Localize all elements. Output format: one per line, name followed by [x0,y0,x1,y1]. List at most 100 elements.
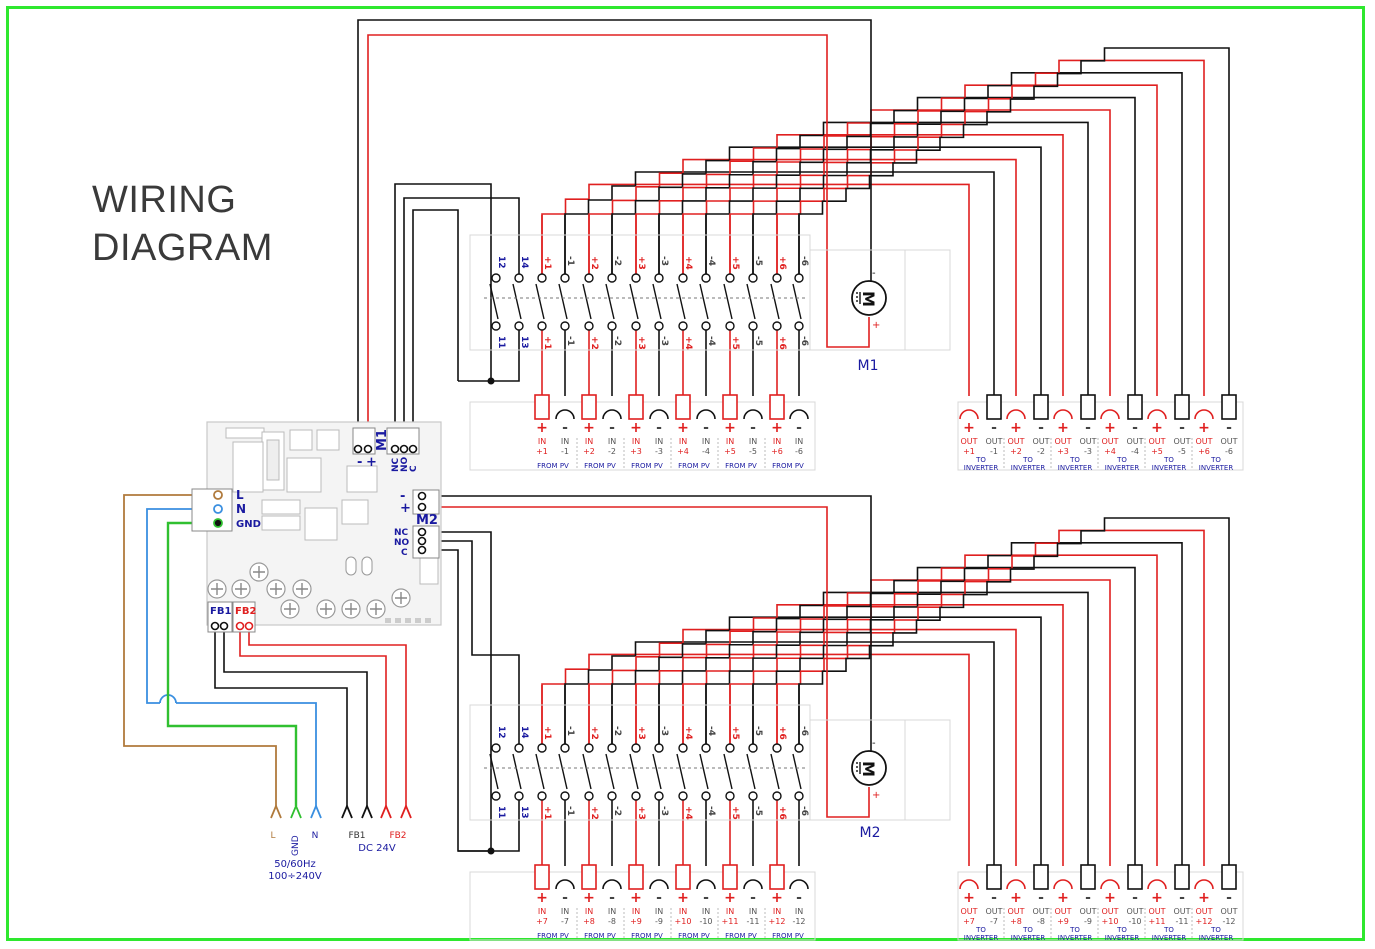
input-l-label: L [270,831,275,841]
switch-2-contact-top-12 [772,743,782,753]
input-2-label-5: -9 [655,917,663,926]
switch-2-blade-13 [792,753,802,790]
switch-2-label-bottom-13: -6 [799,806,809,816]
switch-2-label-bottom-4: +2 [589,806,599,820]
input-2-minus-sign-7: - [703,890,709,906]
switch-2-contact-top-7 [654,743,664,753]
switch-2-blade-5 [605,753,615,790]
power-arrow-6 [400,803,412,819]
input-2-minus-sign-9: - [750,890,756,906]
switch-2-label-bottom-7: -3 [659,806,669,816]
wire-m2-nc [427,531,492,662]
power-inputs [270,803,412,819]
motor-symbol-2 [851,750,887,786]
switch-2-contact-bottom-10 [725,791,735,801]
output-2-label-3: -8 [1037,917,1045,926]
m2-minus-label: - [400,489,405,504]
wire-2-bus-9 [752,541,1183,866]
power-arrow-2 [310,803,322,819]
switch-1-label-bottom-4: +2 [589,336,599,350]
wire-ground [166,521,298,806]
output-1-inverter-10: INVERTER [1199,464,1234,472]
output-2-to-6: TO [1116,926,1127,934]
switch-2-contact-bottom-0 [491,791,501,801]
output-2-socket-0 [959,879,979,890]
input-1-from-pv-0: FROM PV [537,462,569,470]
output-1-out-word-7: OUT [1126,437,1143,446]
output-2-inverter-8: INVERTER [1152,934,1187,942]
input-2-in-word-1: IN [561,907,569,916]
input-1-minus-sign-11: - [796,420,802,436]
input-gnd-label: GND [291,835,301,856]
output-1-out-word-3: OUT [1032,437,1049,446]
input-1-label-5: -3 [655,447,663,456]
input-1-minus-sign-3: - [609,420,615,436]
output-2-plus-sign-8: + [1151,890,1163,906]
output-1-label-4: +3 [1057,447,1069,456]
switch-1-blade-13 [792,283,802,320]
board-screw-cross-7 [345,603,357,615]
input-1-minus-sign-5: - [656,420,662,436]
switch-1-label-bottom-2: +1 [542,336,552,350]
switch-1-label-top-3: -1 [565,256,575,266]
output-1-inverter-6: INVERTER [1105,464,1140,472]
switch-2-contact-top-9 [701,743,711,753]
switch-2-label-bottom-9: -4 [706,806,716,816]
wire-1-sw-return [458,326,520,382]
wire-2-bus-11 [798,517,1230,866]
switch-1-contact-top-9 [701,273,711,283]
switch-2-label-top-6: +3 [636,726,646,740]
input-2-in-word-0: IN [538,907,546,916]
input-1-label-3: -2 [608,447,616,456]
input-2-fuse-6 [675,864,691,890]
output-1-label-1: -1 [990,447,998,456]
switch-2-label-top-2: +1 [542,726,552,740]
output-1-plus-sign-10: + [1198,420,1210,436]
output-2-minus-sign-11: - [1226,890,1232,906]
switch-1-label-top-9: -4 [706,256,716,266]
power-n-label: N [236,502,246,516]
switch-2-label-top-11: -5 [753,726,763,736]
output-1-to-8: TO [1163,456,1174,464]
switch-2-label-top-10: +5 [730,726,740,740]
input-1-fuse-4 [628,394,644,420]
board-screw-cross-4 [296,583,308,595]
input-1-label-1: -1 [561,447,569,456]
switch-2-contact-bottom-6 [631,791,641,801]
output-2-socket-8 [1147,879,1167,890]
output-2-label-2: +8 [1010,917,1022,926]
m1-nc-label: NC [391,457,401,472]
switch-1-label-top-1: 14 [519,256,529,269]
switch-1-label-top-5: -2 [612,256,622,266]
output-2-out-word-3: OUT [1032,907,1049,916]
output-2-to-4: TO [1069,926,1080,934]
input-1-label-10: +6 [771,447,783,456]
switch-2-label-top-13: -6 [799,726,809,736]
output-1-to-10: TO [1210,456,1221,464]
output-1-to-4: TO [1069,456,1080,464]
controller-board: - + M1 NC NO C - + M2 NC NO C L N GND FB… [191,421,442,633]
switch-1-contact-bottom-5 [607,321,617,331]
input-1-from-pv-4: FROM PV [631,462,663,470]
switch-1-label-top-6: +3 [636,256,646,270]
input-1-fuse-0 [534,394,550,420]
switch-2-label-bottom-0: 11 [496,806,506,819]
wire-fb2-a [239,630,387,806]
input-2-plus-sign-6: + [677,890,689,906]
output-1-plus-sign-2: + [1010,420,1022,436]
switch-1-label-top-4: +2 [589,256,599,270]
input-n-label: N [312,831,319,841]
output-1-out-word-1: OUT [985,437,1002,446]
input-1-fuse-8 [722,394,738,420]
wire-m2-plus-feed [427,506,828,510]
output-1-inverter-4: INVERTER [1058,464,1093,472]
wire-1-bus-8 [729,84,1158,396]
switch-1-blade-8 [676,283,686,320]
input-2-minus-sign-11: - [796,890,802,906]
switch-1-contact-bottom-2 [537,321,547,331]
input-2-fuse-0 [534,864,550,890]
m2-no-label: NO [394,538,410,548]
output-1-minus-sign-11: - [1226,420,1232,436]
input-1-fuse-10 [769,394,785,420]
input-2-label-2: +8 [583,917,595,926]
